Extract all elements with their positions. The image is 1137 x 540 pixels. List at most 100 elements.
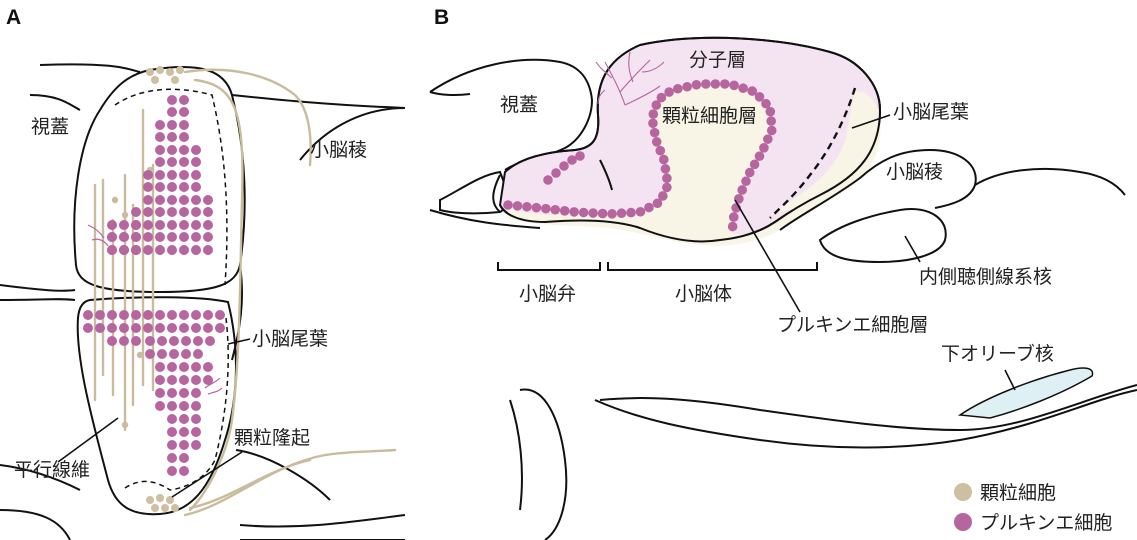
purkinje-cell <box>191 362 201 372</box>
purkinje-cell <box>131 336 141 346</box>
granule-cell <box>176 66 184 74</box>
purkinje-cell <box>575 151 585 161</box>
purkinje-cell <box>167 157 177 167</box>
purkinje-cell <box>503 200 513 210</box>
octavolateral-nucleus-outline <box>820 209 946 262</box>
purkinje-cell <box>203 310 213 320</box>
label-parallel-fibers: 平行線維 <box>14 459 90 481</box>
purkinje-cell <box>662 173 672 183</box>
purkinje-cell <box>720 79 730 89</box>
purkinje-cell <box>179 107 189 117</box>
fiber-bottom-right <box>185 450 395 515</box>
purkinje-cell <box>143 310 153 320</box>
purkinje-cell <box>191 207 201 217</box>
purkinje-cell <box>191 232 201 242</box>
label-optic-tectum-b: 視蓋 <box>500 94 538 116</box>
granule-cell <box>146 68 154 76</box>
purkinje-cell <box>191 440 201 450</box>
purkinje-cell <box>119 232 129 242</box>
purkinje-cell <box>155 170 165 180</box>
purkinje-cell <box>191 388 201 398</box>
purkinje-cell <box>145 349 155 359</box>
purkinje-cell <box>766 116 776 126</box>
purkinje-cell <box>179 182 189 192</box>
purkinje-cell <box>652 137 662 147</box>
purkinje-cell <box>729 212 739 222</box>
purkinje-cell <box>179 440 189 450</box>
granule-soma <box>112 197 118 203</box>
purkinje-cell <box>569 207 579 217</box>
purkinje-cell <box>143 323 153 333</box>
purkinje-cell <box>661 164 671 174</box>
label-optic-tectum-a: 視蓋 <box>31 116 69 138</box>
panel-a-letter: A <box>6 6 21 29</box>
label-caudal-lobe-b: 小脳尾葉 <box>893 101 969 123</box>
purkinje-cell <box>155 362 165 372</box>
purkinje-cell <box>617 208 627 218</box>
purkinje-cell <box>167 440 177 450</box>
purkinje-cell <box>131 232 141 242</box>
pointer-inferior-olive <box>1005 370 1015 390</box>
purkinje-cell <box>143 182 153 192</box>
purkinje-cell <box>513 201 523 211</box>
legend-purkinje-label: プルキンエ細胞 <box>980 512 1112 534</box>
purkinje-cell <box>673 84 683 94</box>
purkinje-cell <box>626 208 636 218</box>
purkinje-cell <box>532 203 542 213</box>
purkinje-cell <box>131 207 141 217</box>
purkinje-cell <box>167 388 177 398</box>
label-octavolateral-nucleus: 内側聴側線系核 <box>919 266 1052 288</box>
purkinje-cell <box>107 245 117 255</box>
purkinje-cell <box>179 323 189 333</box>
granule-cell <box>151 504 159 512</box>
purkinje-cell <box>607 209 617 219</box>
purkinje-cell <box>155 207 165 217</box>
purkinje-cell <box>143 195 153 205</box>
label-corpus: 小脳体 <box>675 283 732 305</box>
purkinje-cell <box>167 170 177 180</box>
purkinje-cell <box>692 80 702 90</box>
purkinje-cell <box>550 205 560 215</box>
purkinje-cell <box>191 195 201 205</box>
purkinje-cell <box>179 453 189 463</box>
left-top-contour <box>430 92 470 95</box>
purkinje-dendrite <box>88 225 108 246</box>
purkinje-cell <box>167 427 177 437</box>
purkinje-cell <box>191 414 201 424</box>
purkinje-cell <box>107 310 117 320</box>
purkinje-cell <box>155 310 165 320</box>
purkinje-cell <box>155 195 165 205</box>
purkinje-cell <box>155 132 165 142</box>
purkinje-cell <box>167 195 177 205</box>
legend: 顆粒細胞 プルキンエ細胞 <box>954 482 1112 534</box>
purkinje-cell <box>107 336 117 346</box>
purkinje-cell <box>738 83 748 93</box>
granule-cluster-bottom <box>146 494 179 512</box>
purkinje-cell <box>522 202 532 212</box>
purkinje-cell <box>155 120 165 130</box>
granule-cell <box>171 76 179 84</box>
purkinje-cell <box>119 323 129 333</box>
right-contour <box>232 95 405 360</box>
purkinje-cell <box>541 204 551 214</box>
purkinje-cell <box>155 375 165 385</box>
granule-cell <box>156 66 164 74</box>
purkinje-cell <box>179 207 189 217</box>
purkinje-cell <box>167 414 177 424</box>
valvula-bracket <box>498 262 600 270</box>
purkinje-cell <box>167 466 177 476</box>
label-inferior-olive: 下オリーブ核 <box>941 342 1054 365</box>
purkinje-cell <box>143 245 153 255</box>
purkinje-cell <box>711 79 721 89</box>
purkinje-cell <box>729 81 739 91</box>
purkinje-cell <box>659 155 669 165</box>
purkinje-cell <box>179 220 189 230</box>
purkinje-cell <box>131 310 141 320</box>
purkinje-cell <box>155 323 165 333</box>
purkinje-cell <box>560 206 570 216</box>
purkinje-cell <box>179 120 189 130</box>
purkinje-cell <box>648 118 658 128</box>
purkinje-cell <box>559 161 569 171</box>
purkinje-cell <box>155 157 165 167</box>
purkinje-cell <box>167 207 177 217</box>
